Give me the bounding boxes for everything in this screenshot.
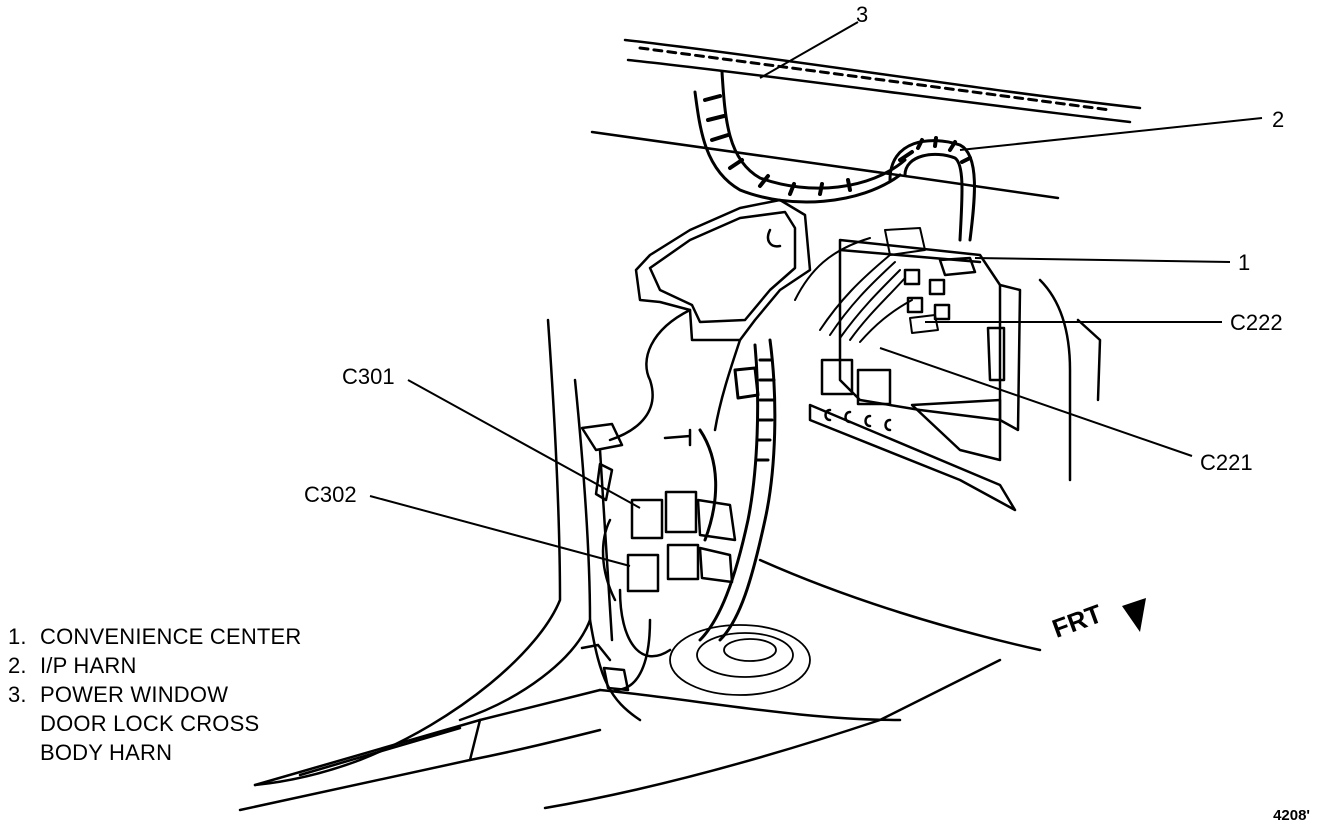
callout-c301: C301 <box>342 364 395 389</box>
callout-1: 1 <box>1238 250 1250 275</box>
callout-c221: C221 <box>1200 450 1253 475</box>
door-frame <box>253 318 642 787</box>
figure-number: 4208' <box>1273 807 1310 824</box>
dash-contour <box>590 130 1060 200</box>
legend-continuation: BODY HARN <box>40 740 173 765</box>
roof-rail <box>623 38 1142 124</box>
ip-harness <box>888 136 976 242</box>
floor-dimple <box>669 624 811 696</box>
legend-item-2: 2. I/P HARN <box>8 651 302 680</box>
c301-c302-connectors <box>601 490 737 692</box>
door-sill <box>238 558 1042 812</box>
leader-line-c302 <box>369 495 631 567</box>
leader-line-2 <box>959 117 1263 151</box>
leader-line-3 <box>759 21 859 79</box>
legend-number: 2. <box>8 653 27 678</box>
leader-line-1 <box>974 257 1231 263</box>
convenience-center <box>808 238 1022 512</box>
leader-line-c301 <box>407 379 641 509</box>
legend-text: CONVENIENCE CENTER <box>40 624 302 649</box>
callout-c222: C222 <box>1230 310 1283 335</box>
legend-text: POWER WINDOW <box>40 682 229 707</box>
callout-2: 2 <box>1272 107 1284 132</box>
legend-item-1: 1. CONVENIENCE CENTER <box>8 622 302 651</box>
legend-item-3: 3. POWER WINDOW <box>8 680 302 709</box>
front-arrow-icon <box>1122 598 1146 632</box>
power-window-harness <box>693 70 907 204</box>
callout-c302: C302 <box>304 482 357 507</box>
legend-text: I/P HARN <box>40 653 137 678</box>
legend-number: 1. <box>8 624 27 649</box>
legend: 1. CONVENIENCE CENTER 2. I/P HARN 3. POWER … <box>8 622 302 767</box>
callout-3: 3 <box>856 2 868 27</box>
leader-line-c221 <box>879 347 1193 457</box>
pillar-bracket <box>608 198 812 442</box>
legend-continuation: DOOR LOCK CROSS <box>40 711 260 736</box>
pillar-harness <box>698 338 777 642</box>
legend-number: 3. <box>8 682 27 707</box>
center-connectors <box>794 227 939 343</box>
